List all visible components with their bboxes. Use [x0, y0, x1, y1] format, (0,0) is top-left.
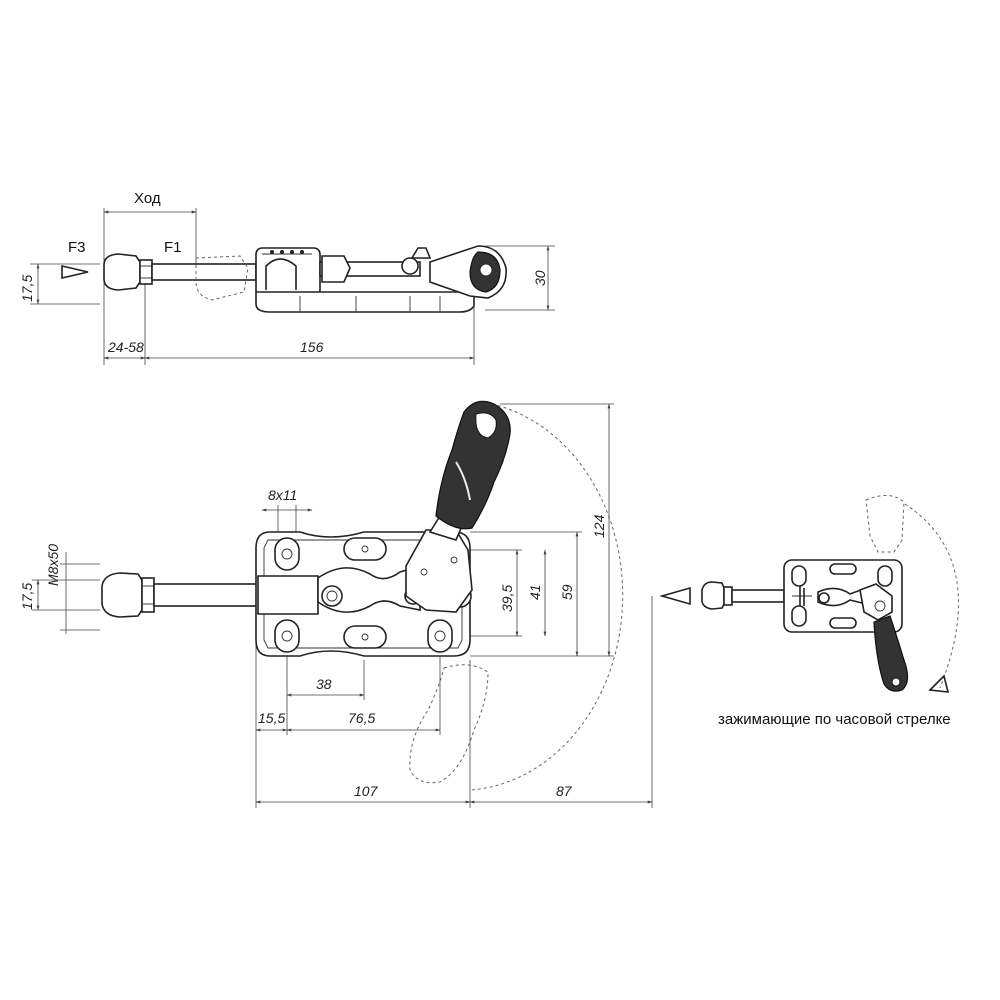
dim-15-5: 15,5 — [258, 710, 285, 726]
linkage-front — [317, 564, 421, 613]
top-view: Ход 17,5 30 24-58 156 F3 F1 — [19, 190, 555, 365]
dim-38: 38 — [316, 676, 332, 692]
dim-76-5: 76,5 — [348, 710, 375, 726]
handle-open-dashed — [409, 664, 489, 784]
plunger-rod — [151, 263, 257, 281]
stroke-label: Ход — [134, 190, 161, 207]
handle-grip — [435, 400, 511, 530]
dim-front-height-left: 17,5 — [19, 583, 35, 610]
force-f1-label: F1 — [164, 239, 182, 256]
small-force-arrow — [659, 586, 691, 606]
dim-slot: 8x11 — [268, 487, 297, 503]
force-f3-arrow — [61, 264, 89, 280]
plunger-nut-front — [141, 577, 155, 613]
dim-adjust: 24-58 — [107, 339, 144, 355]
dim-39-5: 39,5 — [499, 585, 515, 612]
dim-107: 107 — [354, 783, 379, 799]
dim-thread: M8x50 — [45, 544, 61, 586]
dim-41: 41 — [527, 584, 543, 600]
dim-top-height-right: 30 — [532, 270, 548, 286]
dim-length-156: 156 — [300, 339, 324, 355]
rotation-arrow — [904, 503, 959, 689]
dim-59: 59 — [559, 584, 575, 600]
small-view: зажимающие по часовой стрелке — [659, 495, 959, 728]
guide-block — [257, 575, 319, 615]
dim-87: 87 — [556, 783, 573, 799]
dim-124: 124 — [591, 514, 607, 538]
mounting-slots — [274, 537, 453, 653]
plunger-rod-front — [153, 583, 259, 607]
plunger-tip-front — [101, 572, 143, 618]
plunger-nut — [139, 259, 153, 285]
plunger-tip — [103, 253, 141, 291]
base-plate-top — [255, 291, 475, 313]
force-f3-label: F3 — [68, 239, 86, 256]
clockwise-caption: зажимающие по часовой стрелке — [718, 711, 951, 728]
handle-swing-arc — [469, 403, 624, 791]
front-view: 8x11 M8x50 17,5 39,5 41 59 124 38 15,5 7… — [19, 400, 653, 808]
small-handle — [873, 615, 909, 692]
dim-top-height-left: 17,5 — [19, 275, 35, 302]
